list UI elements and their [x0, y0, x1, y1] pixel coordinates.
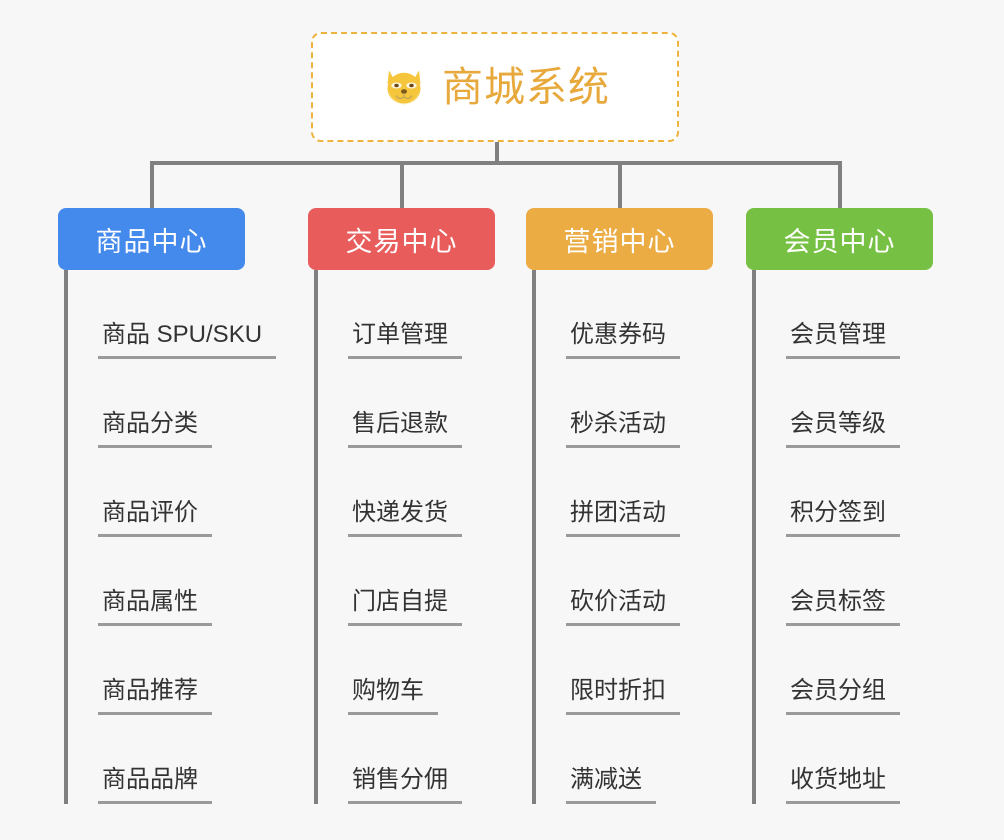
leaf-list-member-center: 会员管理 会员等级 积分签到 会员标签 会员分组 收货地址: [746, 270, 933, 804]
branch-column-trade-center: 交易中心 订单管理 售后退款 快递发货 门店自提 购物车 销售分佣: [308, 208, 495, 804]
branch-header-label: 营销中心: [563, 226, 676, 257]
leaf-label: 订单管理: [348, 321, 462, 359]
leaf-label: 限时折扣: [566, 677, 680, 715]
branch-header-product-center[interactable]: 商品中心: [58, 208, 245, 270]
leaf-item[interactable]: 商品属性: [58, 537, 276, 626]
leaf-list-marketing-center: 优惠券码 秒杀活动 拼团活动 砍价活动 限时折扣 满减送: [526, 270, 713, 804]
leaf-label: 优惠券码: [566, 321, 680, 359]
leaf-label: 商品分类: [98, 410, 212, 448]
leaf-label: 售后退款: [348, 410, 462, 448]
root-title: 商城系统: [442, 63, 610, 110]
leaf-item[interactable]: 商品评价: [58, 448, 276, 537]
leaf-list-product-center: 商品 SPU/SKU 商品分类 商品评价 商品属性 商品推荐 商品品牌: [58, 270, 277, 804]
leaf-item[interactable]: 订单管理: [308, 270, 495, 359]
leaf-item[interactable]: 秒杀活动: [526, 359, 713, 448]
branch-column-product-center: 商品中心 商品 SPU/SKU 商品分类 商品评价 商品属性 商品推荐 商品品牌: [58, 208, 277, 804]
leaf-item[interactable]: 商品推荐: [58, 626, 276, 715]
leaf-label: 快递发货: [348, 499, 462, 537]
branch-header-marketing-center[interactable]: 营销中心: [526, 208, 713, 270]
branch-spine: [532, 270, 536, 804]
leaf-label: 销售分佣: [348, 766, 462, 804]
leaf-item[interactable]: 会员标签: [746, 537, 933, 626]
leaf-item[interactable]: 满减送: [526, 715, 713, 804]
branch-header-label: 交易中心: [345, 226, 458, 257]
leaf-label: 商品评价: [98, 499, 212, 537]
leaf-label: 砍价活动: [566, 588, 680, 626]
connector-horizontal-bus: [150, 161, 840, 165]
connector-drop-3: [618, 161, 622, 210]
leaf-item[interactable]: 优惠券码: [526, 270, 713, 359]
leaf-item[interactable]: 快递发货: [308, 448, 495, 537]
leaf-item[interactable]: 限时折扣: [526, 626, 713, 715]
leaf-item[interactable]: 商品 SPU/SKU: [58, 270, 277, 359]
leaf-item[interactable]: 购物车: [308, 626, 495, 715]
leaf-label: 商品推荐: [98, 677, 212, 715]
branch-header-label: 会员中心: [783, 226, 896, 257]
leaf-item[interactable]: 商品品牌: [58, 715, 276, 804]
branch-spine: [314, 270, 318, 804]
leaf-item[interactable]: 商品分类: [58, 359, 276, 448]
branch-header-label: 商品中心: [95, 226, 208, 257]
leaf-item[interactable]: 销售分佣: [308, 715, 495, 804]
leaf-label: 会员分组: [786, 677, 900, 715]
leaf-item[interactable]: 砍价活动: [526, 537, 713, 626]
leaf-item[interactable]: 拼团活动: [526, 448, 713, 537]
connector-drop-4: [838, 161, 842, 210]
leaf-label: 满减送: [566, 766, 656, 804]
leaf-list-trade-center: 订单管理 售后退款 快递发货 门店自提 购物车 销售分佣: [308, 270, 495, 804]
leaf-item[interactable]: 积分签到: [746, 448, 933, 537]
leaf-item[interactable]: 售后退款: [308, 359, 495, 448]
connector-drop-1: [150, 161, 154, 210]
connector-root-stem: [495, 142, 499, 163]
leaf-label: 购物车: [348, 677, 438, 715]
leaf-label: 会员标签: [786, 588, 900, 626]
branch-header-member-center[interactable]: 会员中心: [746, 208, 933, 270]
leaf-label: 商品 SPU/SKU: [98, 321, 277, 359]
leaf-item[interactable]: 会员管理: [746, 270, 933, 359]
leaf-label: 收货地址: [786, 766, 900, 804]
root-node[interactable]: 商城系统: [311, 32, 679, 142]
leaf-item[interactable]: 会员分组: [746, 626, 933, 715]
leaf-label: 拼团活动: [566, 499, 680, 537]
connector-drop-2: [400, 161, 404, 210]
branch-column-member-center: 会员中心 会员管理 会员等级 积分签到 会员标签 会员分组 收货地址: [746, 208, 933, 804]
leaf-label: 商品品牌: [98, 766, 212, 804]
leaf-label: 会员管理: [786, 321, 900, 359]
branch-spine: [64, 270, 68, 804]
branch-header-trade-center[interactable]: 交易中心: [308, 208, 495, 270]
leaf-label: 会员等级: [786, 410, 900, 448]
leaf-item[interactable]: 会员等级: [746, 359, 933, 448]
leaf-label: 积分签到: [786, 499, 900, 537]
branch-spine: [752, 270, 756, 804]
leaf-label: 门店自提: [348, 588, 462, 626]
shiba-dog-face-icon: [387, 70, 421, 106]
leaf-item[interactable]: 收货地址: [746, 715, 933, 804]
leaf-label: 秒杀活动: [566, 410, 680, 448]
leaf-label: 商品属性: [98, 588, 212, 626]
leaf-item[interactable]: 门店自提: [308, 537, 495, 626]
branch-column-marketing-center: 营销中心 优惠券码 秒杀活动 拼团活动 砍价活动 限时折扣 满减送: [526, 208, 713, 804]
